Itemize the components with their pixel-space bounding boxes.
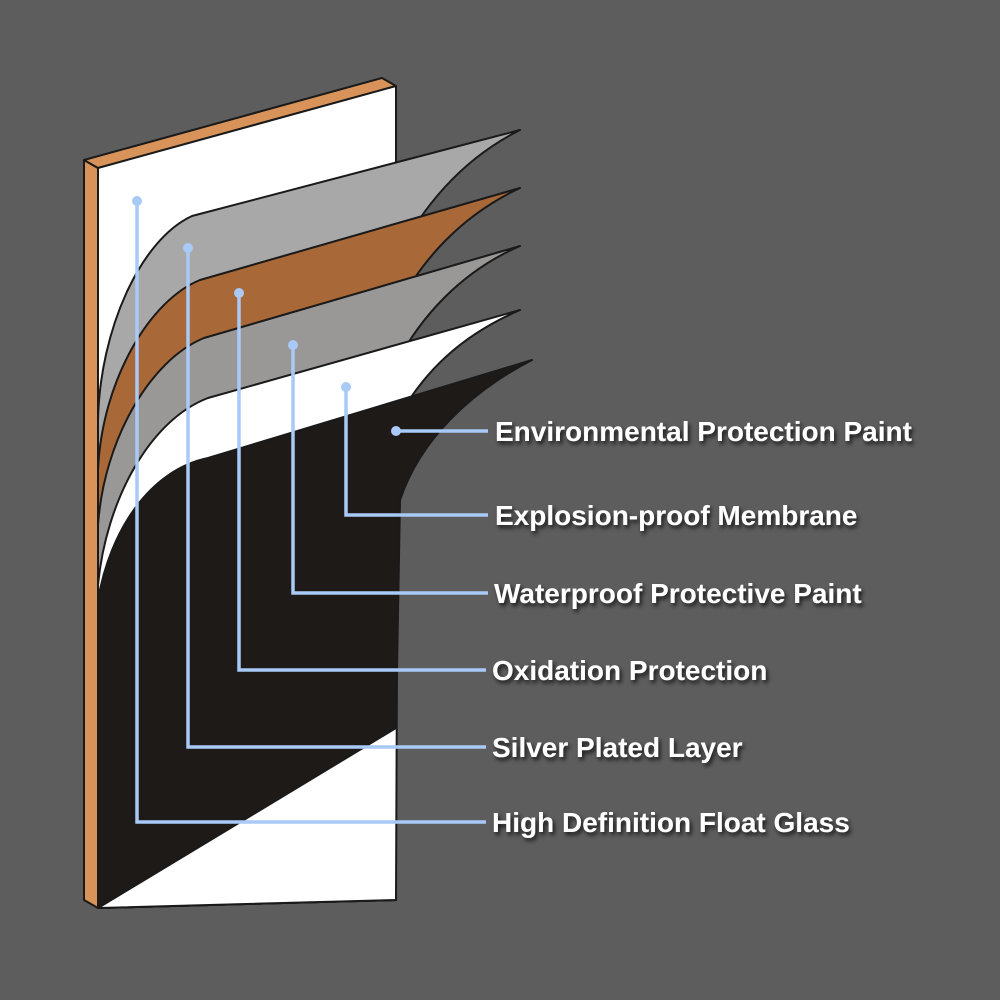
label-explosion-proof-membrane: Explosion-proof Membrane: [495, 500, 857, 531]
label-waterproof-protective-paint: Waterproof Protective Paint: [494, 578, 862, 609]
label-high-definition-float-glass: High Definition Float Glass: [492, 807, 850, 838]
label-oxidation-protection: Oxidation Protection: [492, 655, 767, 686]
leader-membrane: [341, 382, 488, 517]
leader-oxidation: [234, 288, 486, 672]
label-silver-plated-layer: Silver Plated Layer: [492, 732, 743, 763]
label-environmental-protection-paint: Environmental Protection Paint: [495, 416, 912, 447]
leader-silver: [183, 243, 486, 749]
leader-environmental: [391, 426, 488, 436]
leader-float-glass: [132, 196, 486, 824]
glass-edge: [83, 159, 99, 909]
leader-waterproof: [288, 340, 488, 595]
leader-lines: [132, 196, 488, 824]
environmental-sheet: [97, 359, 533, 909]
